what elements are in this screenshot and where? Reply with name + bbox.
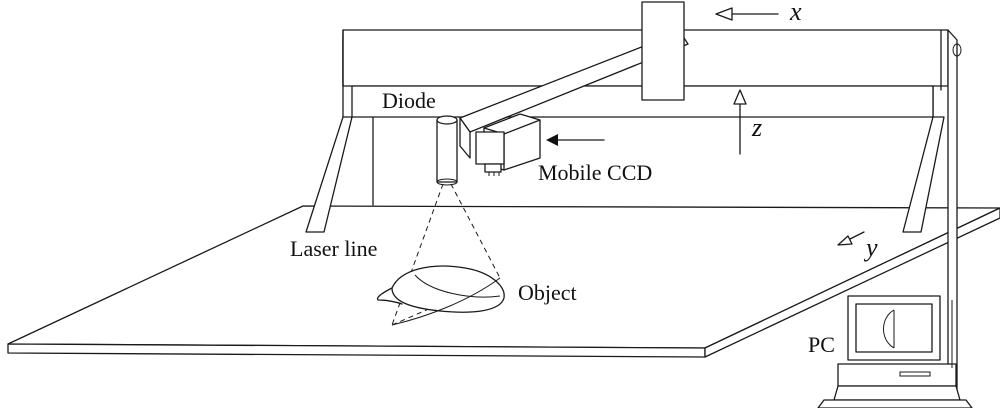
x-axis-arrow xyxy=(715,7,779,21)
y-axis-arrow xyxy=(837,231,865,246)
mobile-ccd-label: Mobile CCD xyxy=(538,160,652,185)
x-carriage xyxy=(641,1,685,101)
object-label: Object xyxy=(518,280,577,305)
z-axis-label: z xyxy=(751,113,762,142)
ccd-camera xyxy=(475,113,541,176)
ccd-arrow xyxy=(546,134,605,146)
diode-label: Diode xyxy=(382,88,436,113)
pc-computer xyxy=(817,295,973,408)
table-plate xyxy=(7,205,1000,358)
laser-diode xyxy=(436,115,458,186)
z-axis-arrow xyxy=(733,89,747,155)
mobile-arm xyxy=(459,31,689,159)
x-axis-label: x xyxy=(789,0,802,26)
laser-line-label: Laser line xyxy=(290,236,377,261)
scanned-object xyxy=(376,265,505,326)
pc-label: PC xyxy=(808,332,835,357)
y-axis-label: y xyxy=(863,233,878,262)
